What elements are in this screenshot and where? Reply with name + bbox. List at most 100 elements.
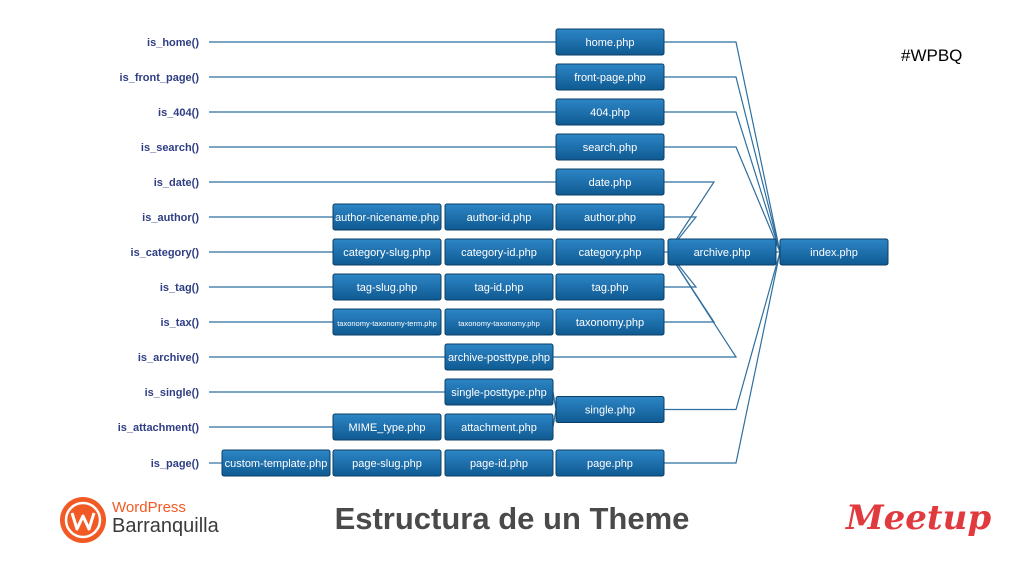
template-box-shape	[444, 449, 554, 477]
template-box-label: taxonomy-taxonomy.php	[458, 319, 540, 328]
template-box-taxonomy-taxonomy-term-php: taxonomy-taxonomy-term.php	[332, 308, 442, 336]
template-box-shape	[555, 238, 665, 266]
template-box-shape	[221, 449, 331, 477]
template-box-shape	[555, 133, 665, 161]
template-box-shape	[779, 238, 889, 266]
template-box-shape	[667, 238, 777, 266]
template-box-shape	[444, 238, 554, 266]
template-box-page-php: page.php	[555, 449, 665, 477]
slide-title: Estructura de un Theme	[334, 501, 690, 536]
meetup-logo: Meetup	[846, 498, 992, 538]
template-box-single-posttype-php: single-posttype.php	[444, 378, 554, 406]
template-box-shape	[332, 308, 442, 336]
function-label-is-single: is_single()	[145, 387, 200, 399]
template-box-shape	[332, 203, 442, 231]
template-box-shape	[332, 238, 442, 266]
template-box-404-php: 404.php	[555, 98, 665, 126]
template-box-label: page.php	[587, 458, 633, 470]
wordpress-icon	[60, 497, 106, 543]
wordpress-barranquilla-logo: WordPress Barranquilla	[60, 497, 230, 547]
template-box-index-php: index.php	[779, 238, 889, 266]
template-box-shape	[555, 449, 665, 477]
template-box-label: date.php	[589, 177, 632, 189]
template-box-shape	[555, 28, 665, 56]
template-box-front-page-php: front-page.php	[555, 63, 665, 91]
hashtag: #WPBQ	[901, 46, 963, 65]
function-label-is-front-page: is_front_page()	[120, 72, 200, 84]
template-box-label: page-id.php	[470, 458, 528, 470]
template-box-mime-type-php: MIME_type.php	[332, 413, 442, 441]
template-box-home-php: home.php	[555, 28, 665, 56]
template-box-single-php: single.php	[555, 396, 665, 423]
function-label-is-search: is_search()	[141, 142, 199, 154]
template-box-label: tag-id.php	[475, 282, 524, 294]
connector-line	[664, 181, 716, 253]
logo-brand: WordPress	[112, 499, 186, 516]
function-label-is-tag: is_tag()	[160, 282, 199, 294]
template-box-label: custom-template.php	[225, 458, 328, 470]
function-label-is-attachment: is_attachment()	[118, 422, 200, 434]
template-box-label: archive-posttype.php	[448, 352, 550, 364]
template-box-label: category-slug.php	[343, 247, 430, 259]
template-box-label: author.php	[584, 212, 636, 224]
template-box-label: tag-slug.php	[357, 282, 418, 294]
template-box-shape	[555, 98, 665, 126]
template-box-shape	[555, 203, 665, 231]
connector-line	[553, 251, 738, 358]
template-box-label: page-slug.php	[352, 458, 422, 470]
template-box-attachment-php: attachment.php	[444, 413, 554, 441]
template-box-shape	[555, 273, 665, 301]
function-label-is-archive: is_archive()	[138, 352, 199, 364]
template-box-label: taxonomy-taxonomy-term.php	[337, 319, 437, 328]
template-box-label: attachment.php	[461, 422, 537, 434]
template-box-shape	[555, 308, 665, 336]
function-label-is-date: is_date()	[154, 177, 200, 189]
template-box-tag-php: tag.php	[555, 273, 665, 301]
template-box-shape	[444, 378, 554, 406]
function-label-is-author: is_author()	[142, 212, 199, 224]
template-box-label: single.php	[585, 405, 635, 417]
connector-line	[664, 146, 781, 253]
function-label-is-home: is_home()	[147, 37, 199, 49]
template-box-page-slug-php: page-slug.php	[332, 449, 442, 477]
template-box-taxonomy-taxonomy-php: taxonomy-taxonomy.php	[444, 308, 554, 336]
template-box-custom-template-php: custom-template.php	[221, 449, 331, 477]
template-box-label: author-nicename.php	[335, 212, 439, 224]
template-box-label: home.php	[586, 37, 635, 49]
template-box-author-id-php: author-id.php	[444, 203, 554, 231]
connector-line	[664, 41, 781, 253]
connector-line	[664, 251, 781, 464]
template-box-shape	[555, 63, 665, 91]
function-label-is-page: is_page()	[151, 458, 200, 470]
template-box-page-id-php: page-id.php	[444, 449, 554, 477]
template-box-shape	[444, 413, 554, 441]
connector-lines	[209, 41, 781, 464]
template-box-label: single-posttype.php	[451, 387, 546, 399]
template-box-shape	[444, 273, 554, 301]
template-box-label: 404.php	[590, 107, 630, 119]
template-box-shape	[555, 168, 665, 196]
template-box-archive-posttype-php: archive-posttype.php	[444, 343, 554, 371]
template-box-label: front-page.php	[574, 72, 646, 84]
template-box-shape	[444, 203, 554, 231]
template-box-shape	[332, 413, 442, 441]
template-box-tag-id-php: tag-id.php	[444, 273, 554, 301]
connector-line	[664, 111, 781, 253]
logo-city: Barranquilla	[112, 515, 219, 537]
template-box-shape	[332, 273, 442, 301]
template-box-archive-php: archive.php	[667, 238, 777, 266]
function-label-is-404: is_404()	[158, 107, 199, 119]
template-box-shape	[444, 343, 554, 371]
function-label-is-tax: is_tax()	[160, 317, 199, 329]
template-box-label: category-id.php	[461, 247, 537, 259]
connector-line	[664, 76, 781, 253]
template-box-tag-slug-php: tag-slug.php	[332, 273, 442, 301]
template-box-label: search.php	[583, 142, 637, 154]
connector-line	[664, 251, 781, 411]
template-box-label: taxonomy.php	[576, 317, 644, 329]
template-box-label: category.php	[579, 247, 642, 259]
template-boxes: home.php front-page.php 404.php search.php d…	[221, 28, 889, 477]
function-labels: is_home() is_front_page() is_404() is_searc…	[118, 37, 200, 470]
template-box-category-slug-php: category-slug.php	[332, 238, 442, 266]
template-box-shape	[332, 449, 442, 477]
